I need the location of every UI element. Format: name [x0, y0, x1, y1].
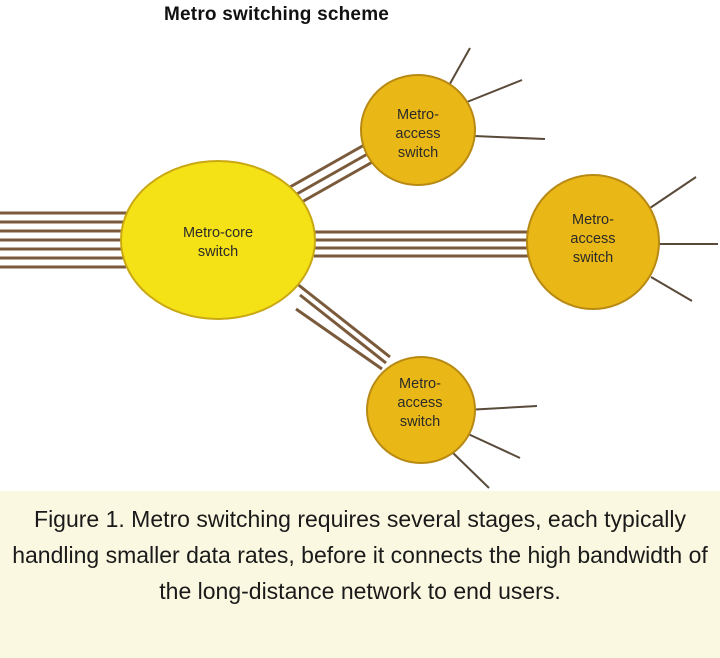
- metro-access-switch-right-label: Metro- access switch: [543, 211, 643, 268]
- metro-access-switch-right-node: [526, 174, 660, 310]
- diagram-title: Metro switching scheme: [164, 4, 390, 25]
- metro-access-switch-right-label-line-3: switch: [572, 250, 614, 266]
- end-user-lines-bottom: [451, 405, 538, 489]
- metro-access-switch-right-label-line-2: access: [570, 231, 616, 247]
- end-user-lines-top: [446, 47, 546, 140]
- end-user-lines-right: [649, 176, 718, 302]
- metro-access-switch-bottom-label-line-1: Metro-: [399, 376, 441, 392]
- metro-access-switch-top-label-line-1: Metro-: [397, 107, 439, 123]
- metro-access-switch-top-label-line-3: switch: [397, 145, 439, 161]
- link-core-to-access-bottom: [295, 281, 391, 371]
- metro-access-switch-bottom-label-line-2: access: [397, 395, 443, 411]
- figure-caption: Figure 1. Metro switching requires sever…: [0, 491, 720, 658]
- metro-core-switch-label: Metro-core switch: [148, 224, 288, 262]
- metro-access-switch-top-label: Metro- access switch: [368, 106, 468, 163]
- metro-core-switch-label-line-1: Metro-core: [182, 225, 254, 241]
- metro-access-switch-bottom-label-line-3: switch: [399, 414, 441, 430]
- metro-access-switch-right-label-line-1: Metro-: [572, 212, 614, 228]
- metro-access-switch-bottom-label: Metro- access switch: [370, 375, 470, 432]
- metro-core-switch-label-line-2: switch: [197, 244, 239, 260]
- metro-access-switch-bottom-node: [366, 356, 476, 464]
- link-core-to-access-right: [314, 230, 528, 258]
- long-distance-trunk: [0, 211, 130, 269]
- metro-access-switch-top-node: [360, 74, 476, 186]
- metro-core-switch-node: [120, 160, 316, 320]
- metro-access-switch-top-label-line-2: access: [395, 126, 441, 142]
- link-core-to-access-top: [289, 142, 377, 205]
